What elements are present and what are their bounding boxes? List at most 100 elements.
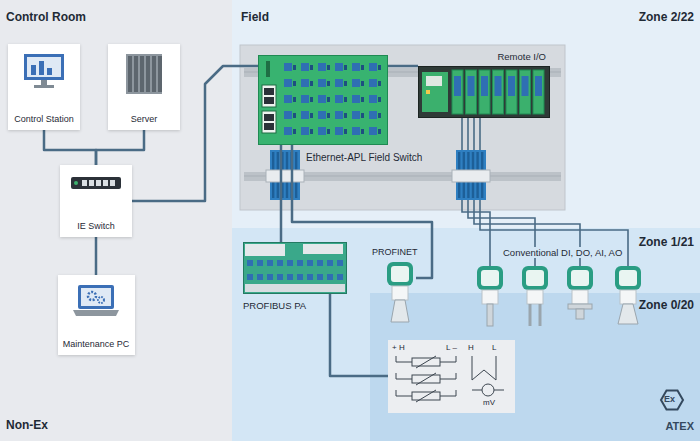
device-illustration bbox=[384, 262, 416, 328]
node-label: + H bbox=[392, 343, 405, 352]
device-icon-part-part bbox=[34, 85, 54, 88]
node-label: mV bbox=[483, 398, 495, 407]
device-illustration-part-part bbox=[264, 97, 274, 104]
maintenance-pc-box: Maintenance PC bbox=[58, 275, 135, 355]
device-illustration-part-part bbox=[318, 63, 326, 71]
conventional-instruments bbox=[477, 266, 641, 326]
device-illustration-part-part bbox=[535, 76, 542, 96]
device-icon-part-part bbox=[152, 56, 156, 92]
remote-io-wires bbox=[462, 118, 628, 266]
node-label: L – bbox=[446, 343, 457, 352]
remote-io: Remote I/O bbox=[418, 50, 550, 118]
device-illustration-part-part bbox=[508, 76, 515, 96]
device-illustration-part-part bbox=[310, 97, 313, 102]
field-instrument-part bbox=[527, 290, 543, 304]
device-illustration-part-part bbox=[327, 81, 330, 86]
device-illustration-part-part bbox=[392, 286, 408, 300]
device-illustration-part-part bbox=[533, 70, 544, 114]
device-illustration-part-part bbox=[378, 97, 381, 102]
zone-label: ATEX bbox=[665, 420, 694, 432]
device-illustration-part-part bbox=[369, 79, 377, 87]
device-icon-part-part bbox=[73, 310, 119, 316]
node-label: Field bbox=[241, 10, 269, 24]
device-icon-part-part bbox=[31, 65, 36, 75]
field-instrument-part bbox=[530, 304, 540, 326]
field-cabinet-part bbox=[240, 45, 565, 210]
device-illustration-part-part bbox=[293, 129, 296, 134]
field-instrument-part bbox=[522, 266, 548, 290]
device-illustration-part-part bbox=[318, 79, 326, 87]
zone-label: Zone 1/21 bbox=[639, 235, 694, 249]
node-label: PROFIBUS PA bbox=[243, 300, 306, 311]
device-illustration-part-part bbox=[244, 243, 347, 294]
device-illustration-part-part bbox=[361, 81, 364, 86]
device-icon-part-part bbox=[82, 180, 87, 186]
device-icon-part-part bbox=[47, 68, 52, 75]
device-illustration-part-part bbox=[416, 356, 436, 368]
sensor-panel: + HL –HLmV bbox=[388, 340, 515, 413]
device-icon-part-part bbox=[146, 56, 150, 92]
device-illustration-part-part bbox=[284, 111, 292, 119]
device-illustration-part-part bbox=[522, 76, 529, 96]
device-illustration-part-part bbox=[318, 127, 326, 135]
device-illustration-part-part bbox=[472, 390, 504, 391]
field-instrument-part bbox=[620, 290, 636, 304]
device-illustration-part-part bbox=[266, 61, 270, 77]
device-illustration-part-part bbox=[301, 63, 309, 71]
device-illustration-part-part bbox=[257, 260, 263, 266]
device-illustration-part-part bbox=[352, 111, 360, 119]
device-illustration-part-part bbox=[352, 95, 360, 103]
device-illustration-part-part bbox=[264, 114, 274, 121]
server-box: Server bbox=[108, 44, 180, 130]
atex-logo bbox=[661, 391, 683, 410]
device-illustration-part-part bbox=[335, 79, 343, 87]
device-illustration-part-part bbox=[310, 113, 313, 118]
device-illustration-part-part bbox=[284, 127, 292, 135]
remote-io-wires-part bbox=[461, 118, 463, 150]
node-label: PROFINET bbox=[372, 247, 418, 257]
device-illustration-part-part bbox=[293, 97, 296, 102]
device-illustration bbox=[243, 242, 347, 298]
device-illustration-part-part bbox=[301, 95, 309, 103]
device-illustration-part-part bbox=[327, 113, 330, 118]
device-icon-part-part bbox=[78, 285, 114, 309]
device-illustration-part-part bbox=[301, 79, 309, 87]
device-icon-part-part bbox=[134, 56, 138, 92]
connector-line bbox=[388, 65, 418, 68]
device-icon-part-part bbox=[71, 177, 121, 189]
signal-label: Conventional DI, DO, AI, AO bbox=[500, 247, 625, 258]
device-icon-part-part bbox=[98, 297, 104, 303]
device-icon-part bbox=[70, 173, 122, 193]
connector-line bbox=[330, 294, 388, 376]
device-illustration-part-part bbox=[426, 76, 442, 86]
device-illustration-part-part bbox=[495, 76, 502, 96]
zone-region: Control RoomControl StationServerIE Swit… bbox=[0, 0, 232, 441]
device-illustration-part bbox=[418, 66, 550, 118]
device-illustration-part-part bbox=[337, 274, 343, 280]
device-icon-part-part bbox=[103, 180, 108, 186]
device-illustration-part-part bbox=[378, 129, 381, 134]
device-illustration-part-part bbox=[479, 70, 490, 114]
device-icon-part-part bbox=[39, 61, 44, 75]
device-illustration-part-part bbox=[297, 274, 303, 280]
field-instrument-part bbox=[526, 270, 544, 286]
zone-0-ground bbox=[370, 293, 700, 441]
device-illustration-part-part bbox=[327, 97, 330, 102]
device-illustration-part-part bbox=[352, 79, 360, 87]
terminal-blocks bbox=[266, 150, 490, 200]
device-illustration-part-part bbox=[396, 373, 456, 379]
node-label: L bbox=[492, 343, 496, 352]
connector-line bbox=[44, 130, 96, 165]
device-illustration-part-part bbox=[247, 260, 253, 266]
device-illustration-part-part bbox=[307, 274, 313, 280]
device-illustration-part-part bbox=[264, 88, 274, 95]
field-instrument bbox=[477, 266, 503, 326]
control-room-ground bbox=[0, 0, 232, 441]
device-icon-part-part bbox=[158, 56, 162, 92]
remote-io-wires-part bbox=[462, 200, 490, 266]
field-instrument-part bbox=[615, 266, 641, 290]
device-illustration-part-part bbox=[426, 90, 430, 94]
device-illustration-part-part bbox=[310, 129, 313, 134]
node-label: Ethernet-APL Field Switch bbox=[306, 152, 422, 163]
